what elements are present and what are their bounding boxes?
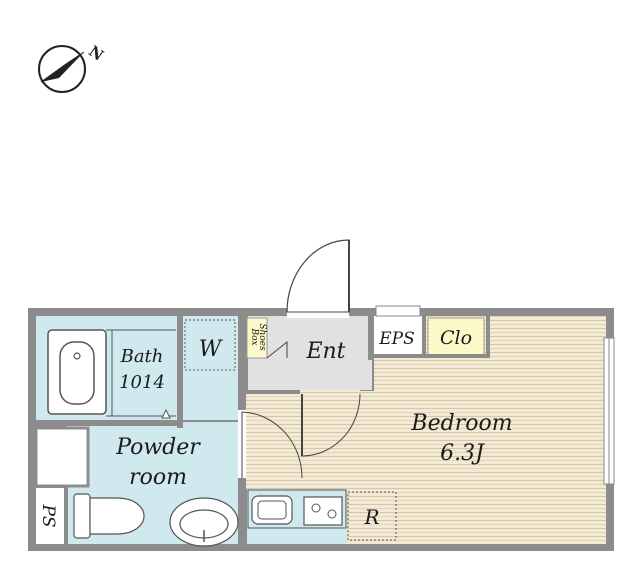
- wall-eps-right: [422, 316, 426, 356]
- bath-label: Bath: [120, 346, 164, 367]
- kitchen-counter-outline: [247, 489, 347, 529]
- washer-label: W: [199, 337, 224, 362]
- window-top-eps: [375, 305, 421, 317]
- bedroom-door-opening: [300, 390, 360, 396]
- wall-wet-right-top: [238, 316, 246, 410]
- closet-label: Clo: [440, 327, 472, 349]
- kitchen-sink-icon: [251, 495, 293, 525]
- kitchen-sink-basin: [257, 500, 287, 520]
- powder-room-sub-label: room: [129, 465, 187, 490]
- refrigerator-label: R: [363, 505, 379, 529]
- shoes-box-door-swing: [266, 340, 288, 359]
- powder-room-label: Powder: [115, 435, 201, 460]
- pipe-space-floor: [36, 488, 64, 544]
- bedroom-label: Bedroom: [410, 411, 512, 436]
- eps-floor: [374, 316, 424, 354]
- shoes-box: [246, 317, 268, 359]
- bath-size-label: 1014: [119, 372, 165, 393]
- bedroom-door-swing: [301, 393, 361, 457]
- closet-floor: [427, 317, 485, 357]
- sink-icon: [169, 497, 239, 547]
- wall-closet-right: [486, 316, 490, 358]
- bath-corner-marker: [161, 408, 171, 419]
- washer-space: [184, 319, 236, 371]
- shoes-box-label: Shoes: [257, 323, 267, 351]
- hall-floor: [244, 391, 376, 489]
- compass: N: [38, 42, 107, 93]
- wall-entrance-left: [244, 316, 248, 394]
- storage-floor: [34, 426, 90, 488]
- wall-bath-right: [177, 316, 183, 428]
- compass-needle-tail: [40, 51, 85, 83]
- toilet-icon: [73, 493, 145, 539]
- eps-label: EPS: [378, 329, 415, 349]
- stove-icon: [303, 496, 343, 526]
- wall-ps-right: [64, 486, 68, 544]
- bathtub-drain-icon: [73, 352, 81, 360]
- entrance-label: Ent: [305, 339, 345, 364]
- powder-door-swing: [241, 411, 303, 479]
- compass-north-label: N: [85, 42, 107, 65]
- wall-closet-bottom: [374, 354, 488, 358]
- front-door-swing: [286, 239, 350, 313]
- refrigerator-space: [347, 491, 397, 541]
- wall-entrance-right: [368, 316, 374, 360]
- bedroom-size-label: 6.3J: [440, 441, 485, 466]
- shoes-box-sub-label: Box: [249, 327, 259, 345]
- wall-entrance-step: [244, 390, 304, 394]
- pipe-space-label: PS: [38, 503, 58, 527]
- washer-floor: [182, 316, 240, 420]
- bathtub-inner: [59, 341, 95, 405]
- wall-bath-bottom: [36, 420, 180, 426]
- wall-wet-right-bottom: [238, 478, 246, 544]
